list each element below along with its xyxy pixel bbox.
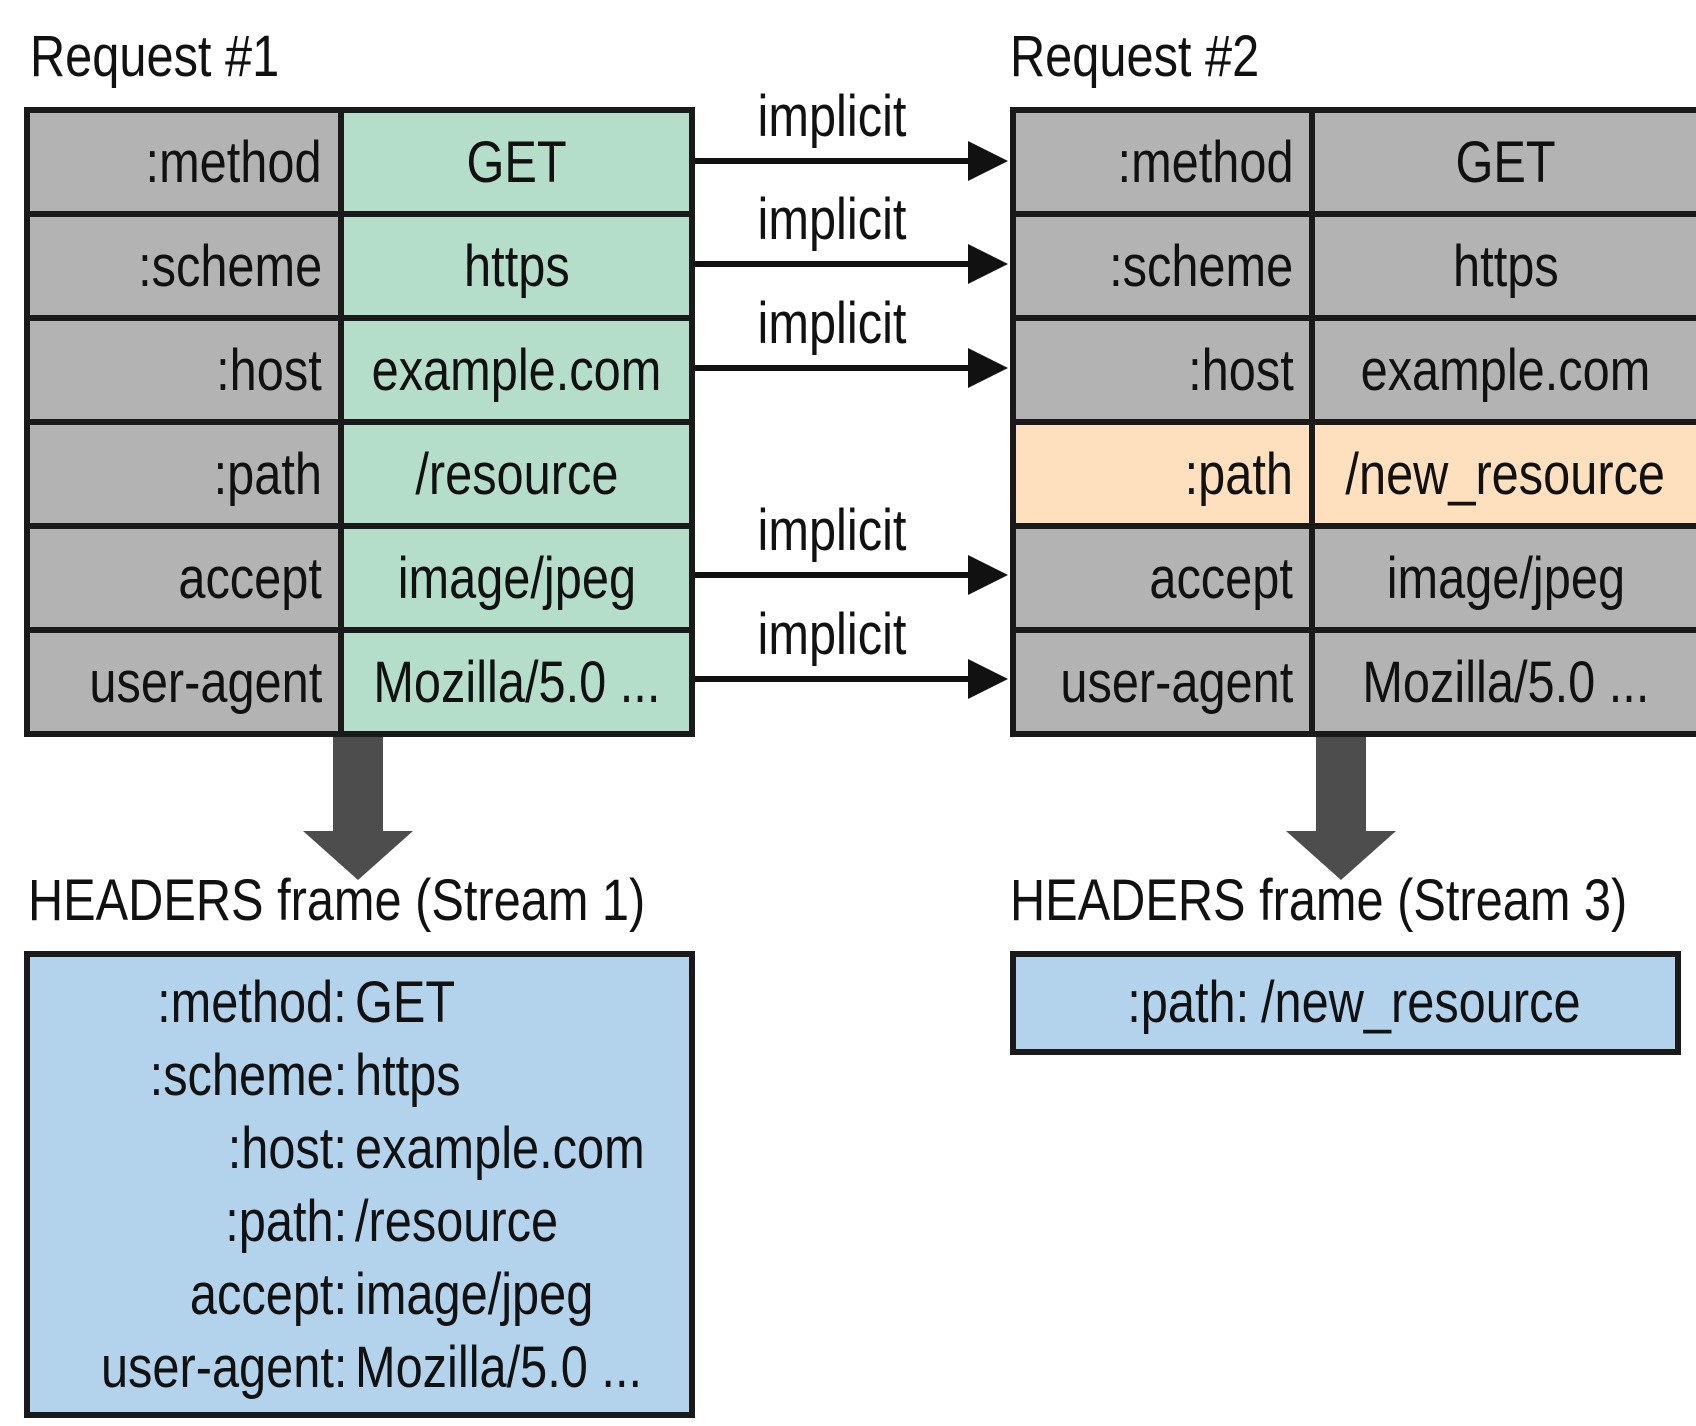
frame-header-name: :path: [225, 1189, 347, 1254]
frame-header-value: /resource [355, 1189, 559, 1254]
frame-header-value: GET [355, 970, 456, 1035]
header-row: accept image/jpeg [1009, 523, 1696, 633]
frame-header-value: image/jpeg [355, 1262, 594, 1327]
header-value-cell: GET [338, 107, 695, 217]
header-value-cell: Mozilla/5.0 ... [338, 627, 695, 737]
request1-title: Request #1 [30, 24, 280, 89]
header-value-cell: example.com [338, 315, 695, 425]
header-row: :method GET [1009, 107, 1696, 217]
frame-header-name: :method: [157, 970, 347, 1035]
down-arrow-request2 [1286, 737, 1396, 880]
header-row: user-agent Mozilla/5.0 ... [1009, 627, 1696, 737]
frame-header-name: accept: [189, 1262, 347, 1327]
header-row: :host example.com [1009, 315, 1696, 425]
header-row: :host example.com [23, 315, 695, 425]
request1-header-table: :method GET :scheme https :host example.… [23, 107, 695, 737]
header-name-cell: :method [1009, 107, 1316, 217]
header-value-cell: example.com [1309, 315, 1696, 425]
implicit-arrow-host [695, 348, 1008, 388]
frame-header-line: user-agent: Mozilla/5.0 ... [30, 1332, 701, 1404]
frame-header-name: user-agent: [100, 1335, 347, 1400]
header-name-cell: :path [1009, 419, 1316, 529]
header-value-cell: image/jpeg [1309, 523, 1696, 633]
header-row: :method GET [23, 107, 695, 217]
header-name-cell: :scheme [1009, 211, 1316, 321]
header-value-cell: image/jpeg [338, 523, 695, 633]
header-name-cell: accept [1009, 523, 1316, 633]
frame-header-value: /new_resource [1261, 970, 1581, 1035]
frame-header-value: https [355, 1043, 461, 1108]
changed-header-row: :path /new_resource [1009, 419, 1696, 529]
implicit-arrow-method [695, 141, 1008, 181]
header-value-cell: https [1309, 211, 1696, 321]
implicit-arrow-scheme [695, 244, 1008, 284]
frame-header-line: accept: image/jpeg [30, 1259, 701, 1331]
header-name-cell: :scheme [23, 211, 345, 321]
header-value-cell: /new_resource [1309, 419, 1696, 529]
frame-header-name: :host: [227, 1116, 347, 1181]
frame-header-value: example.com [355, 1116, 645, 1181]
header-row: accept image/jpeg [23, 523, 695, 633]
header-row: :path /resource [23, 419, 695, 529]
frame-header-line: :scheme: https [30, 1040, 701, 1112]
header-value-cell: Mozilla/5.0 ... [1309, 627, 1696, 737]
frame-header-line: :path: /new_resource [1016, 967, 1687, 1039]
frame-header-line: :host: example.com [30, 1113, 701, 1185]
implicit-label: implicit [757, 84, 907, 149]
header-name-cell: user-agent [23, 627, 345, 737]
down-arrow-request1 [303, 737, 413, 880]
header-row: user-agent Mozilla/5.0 ... [23, 627, 695, 737]
header-name-cell: :path [23, 419, 345, 529]
header-value-cell: https [338, 211, 695, 321]
implicit-label: implicit [757, 602, 907, 667]
implicit-label: implicit [757, 498, 907, 563]
frame-header-value: Mozilla/5.0 ... [355, 1335, 643, 1400]
frame-header-name: :path: [1127, 970, 1249, 1035]
frame-header-line: :path: /resource [30, 1186, 701, 1258]
frame-header-line: :method: GET [30, 967, 701, 1039]
implicit-arrow-user-agent [695, 659, 1008, 699]
headers-frame-stream-3: :path: /new_resource [1010, 951, 1681, 1055]
header-name-cell: accept [23, 523, 345, 633]
implicit-label: implicit [757, 291, 907, 356]
header-value-cell: /resource [338, 419, 695, 529]
request2-header-table: :method GET :scheme https :host example.… [1009, 107, 1696, 737]
request2-title: Request #2 [1010, 24, 1260, 89]
header-name-cell: :method [23, 107, 345, 217]
header-name-cell: :host [1009, 315, 1316, 425]
frame-header-name: :scheme: [149, 1043, 347, 1108]
implicit-arrow-accept [695, 555, 1008, 595]
header-value-cell: GET [1309, 107, 1696, 217]
headers-frame-stream-1: :method: GET :scheme: https :host: examp… [24, 951, 695, 1418]
header-row: :scheme https [23, 211, 695, 321]
header-name-cell: user-agent [1009, 627, 1316, 737]
implicit-label: implicit [757, 187, 907, 252]
header-row: :scheme https [1009, 211, 1696, 321]
frame1-title: HEADERS frame (Stream 1) [28, 868, 646, 933]
frame2-title: HEADERS frame (Stream 3) [1010, 868, 1628, 933]
header-name-cell: :host [23, 315, 345, 425]
